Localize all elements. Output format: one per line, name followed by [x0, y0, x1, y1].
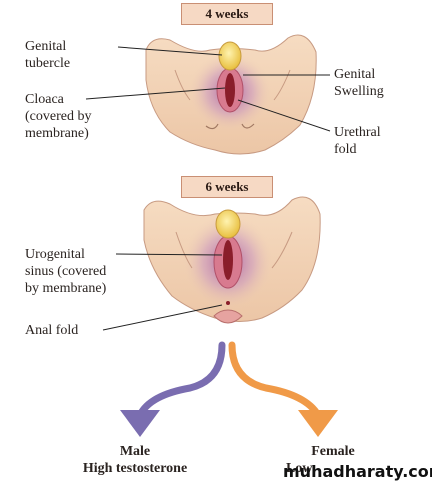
stage2-anal-fold: [213, 309, 243, 324]
stage2-urogenital-slit: [223, 240, 233, 280]
male-title: Male: [119, 444, 151, 459]
arrows: [120, 341, 338, 437]
stage2-body: [143, 196, 321, 324]
female-outcome: Female Low: [268, 443, 398, 477]
watermark: muhadharaty.com: [283, 462, 432, 481]
stage1-title-badge: 4 weeks: [181, 3, 273, 25]
female-title: Female: [311, 444, 355, 459]
stage1-genital-tubercle: [218, 41, 242, 71]
stage1-body: [145, 34, 317, 155]
stage2-title-badge: 6 weeks: [181, 176, 273, 198]
stage1-cloaca-slit: [225, 73, 235, 107]
leader-lines: [85, 46, 331, 331]
male-outcome: Male High testosterone: [45, 443, 225, 477]
male-arrowhead: [120, 410, 160, 437]
female-arrowhead: [298, 410, 338, 437]
female-arrow-shaft: [228, 341, 322, 419]
label-cloaca: Cloaca (covered by membrane): [25, 92, 92, 141]
label-urogenital-sinus: Urogenital sinus (covered by membrane): [25, 247, 107, 296]
label-genital-swelling: Genital Swelling: [334, 67, 384, 99]
label-anal-fold: Anal fold: [25, 323, 79, 338]
male-subtitle: High testosterone: [82, 461, 188, 476]
stage2-title: 6 weeks: [205, 179, 249, 194]
stage2-genital-tubercle: [215, 209, 241, 239]
stage1-title: 4 weeks: [205, 6, 249, 21]
female-subtitle: Low: [286, 461, 313, 476]
male-arrow-shaft: [136, 341, 226, 419]
label-urethral-fold: Urethral fold: [334, 125, 381, 157]
label-genital-tubercle: Genital tubercle: [25, 39, 71, 71]
